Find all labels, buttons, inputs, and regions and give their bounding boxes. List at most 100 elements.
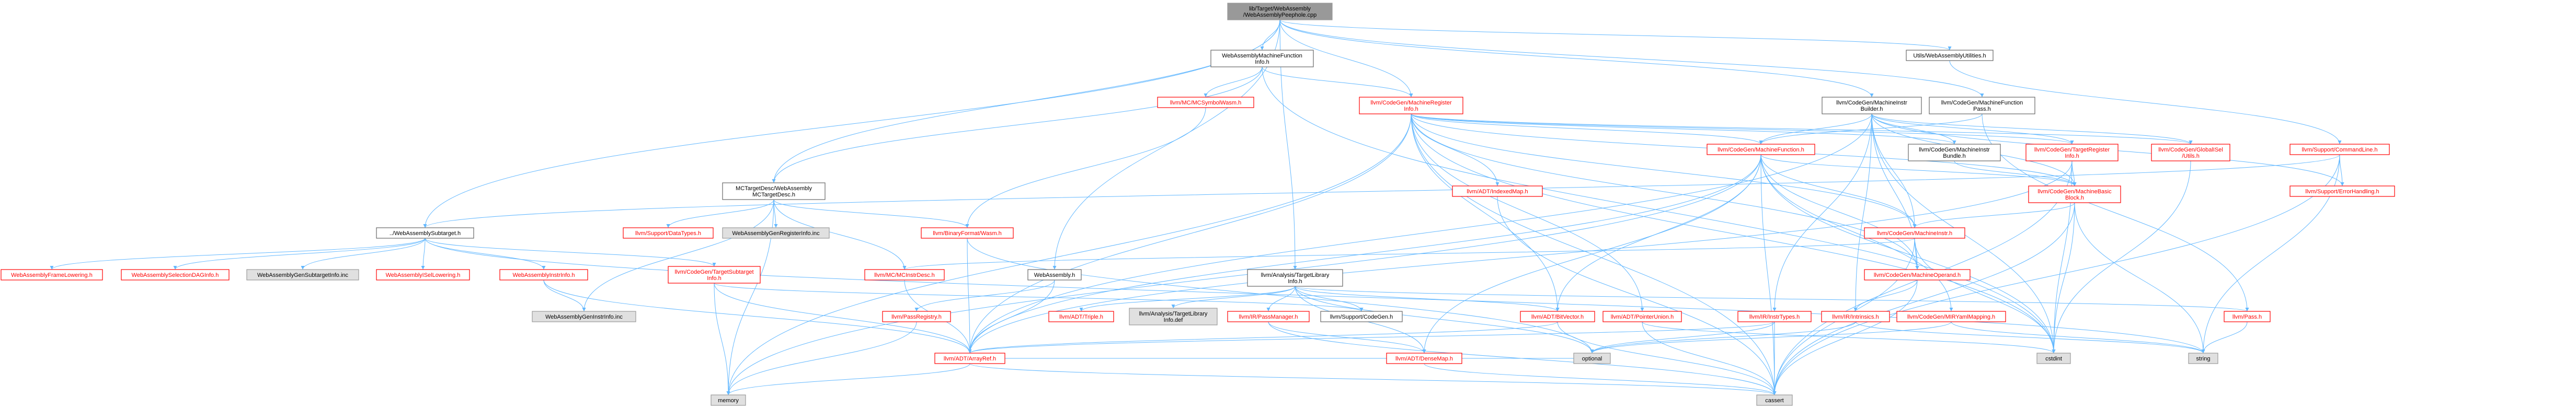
node-geninstrinfo[interactable]: WebAssemblyGenInstrInfo.inc bbox=[532, 311, 636, 322]
node-ptrunion[interactable]: llvm/ADT/PointerUnion.h bbox=[1602, 311, 1682, 322]
node-box bbox=[1573, 353, 1611, 364]
edge-root-to-mfpass bbox=[1279, 19, 1984, 98]
edge-mf-to-densemap bbox=[1422, 154, 1761, 354]
node-label: llvm/IR/Intrinsics.h bbox=[1832, 314, 1879, 320]
edge-tli-to-pass bbox=[1295, 286, 2249, 312]
node-instrinfo[interactable]: WebAssemblyInstrInfo.h bbox=[499, 269, 588, 281]
node-box bbox=[1908, 144, 2001, 161]
node-intrinsics[interactable]: llvm/IR/Intrinsics.h bbox=[1821, 311, 1890, 322]
edge-mctargetdesc-to-mcinstrdesc bbox=[773, 199, 907, 270]
node-label: llvm/CodeGen/MachineInstr.h bbox=[1877, 230, 1952, 237]
node-box bbox=[1602, 311, 1682, 322]
node-subtarget[interactable]: ../WebAssemblySubtarget.h bbox=[376, 227, 474, 239]
node-label: llvm/MC/MCSymbolWasm.h bbox=[1170, 100, 1242, 106]
node-densemap[interactable]: llvm/ADT/DenseMap.h bbox=[1386, 353, 1462, 364]
node-string[interactable]: string bbox=[2188, 353, 2218, 364]
edge-wasm-to-arrayref bbox=[968, 279, 1055, 354]
edge-mfpass-to-pass bbox=[1982, 113, 2249, 312]
node-mf[interactable]: llvm/CodeGen/MachineFunction.h bbox=[1707, 144, 1815, 155]
node-box bbox=[1386, 353, 1462, 364]
node-wasm[interactable]: WebAssembly.h bbox=[1027, 269, 1082, 281]
node-box bbox=[1210, 50, 1314, 67]
node-label: llvm/Analysis/TargetLibrary bbox=[1261, 272, 1330, 278]
node-genreginfo[interactable]: WebAssemblyGenRegisterInfo.inc bbox=[722, 227, 830, 239]
node-cstdint[interactable]: cstdint bbox=[2036, 353, 2071, 364]
edge-machineinstr-to-mcinstrdesc bbox=[902, 238, 1915, 270]
node-passregistry[interactable]: llvm/PassRegistry.h bbox=[882, 311, 951, 322]
node-label: llvm/CodeGen/MachineRegister bbox=[1370, 100, 1452, 106]
nodes-layer: lib/Target/WebAssembly/WebAssemblyPeepho… bbox=[1, 3, 2395, 406]
node-mcsymwasm[interactable]: llvm/MC/MCSymbolWasm.h bbox=[1157, 97, 1254, 108]
node-label: llvm/ADT/PointerUnion.h bbox=[1611, 314, 1674, 320]
node-box bbox=[668, 266, 761, 284]
node-isellowering[interactable]: WebAssemblyISelLowering.h bbox=[376, 269, 470, 281]
node-label: Info.h bbox=[1255, 59, 1269, 65]
node-gensubtarget[interactable]: WebAssemblyGenSubtargetInfo.inc bbox=[246, 269, 359, 281]
node-root[interactable]: lib/Target/WebAssembly/WebAssemblyPeepho… bbox=[1227, 3, 1333, 20]
node-machineinstr[interactable]: llvm/CodeGen/MachineInstr.h bbox=[1864, 227, 1965, 239]
node-box bbox=[2028, 185, 2121, 203]
node-utils[interactable]: Utils/WebAssemblyUtilities.h bbox=[1906, 50, 1994, 61]
node-mcinstrdesc[interactable]: llvm/MC/MCInstrDesc.h bbox=[864, 269, 945, 281]
node-gisel[interactable]: llvm/CodeGen/GlobalISel/Utils.h bbox=[2151, 144, 2230, 161]
node-label: WebAssemblyFrameLowering.h bbox=[11, 272, 93, 278]
node-box bbox=[2025, 144, 2119, 161]
edge-root-to-mri bbox=[1279, 19, 1413, 98]
node-indexedmap[interactable]: llvm/ADT/IndexedMap.h bbox=[1452, 185, 1543, 197]
node-moperand[interactable]: llvm/CodeGen/MachineOperand.h bbox=[1864, 269, 1971, 281]
node-binaryformat[interactable]: llvm/BinaryFormat/Wasm.h bbox=[921, 227, 1014, 239]
node-codegen[interactable]: llvm/Support/CodeGen.h bbox=[1320, 311, 1403, 322]
node-passmanager[interactable]: llvm/IR/PassManager.h bbox=[1227, 311, 1310, 322]
edge-mri-to-arrayref bbox=[968, 113, 1412, 354]
node-label: llvm/IR/InstrTypes.h bbox=[1749, 314, 1800, 320]
node-box bbox=[1452, 185, 1543, 197]
edge-tsi-to-codegen bbox=[714, 283, 1364, 312]
edge-mf-to-arrayref bbox=[968, 154, 1761, 354]
node-box bbox=[1737, 311, 1812, 322]
node-label: optional bbox=[1582, 356, 1602, 362]
edge-arrayref-to-cassert bbox=[969, 363, 1777, 395]
node-mirymlmapping[interactable]: llvm/CodeGen/MIRYamlMapping.h bbox=[1896, 311, 2006, 322]
edge-mib-to-instrtypes bbox=[1772, 113, 1872, 312]
edge-arrayref-to-memory bbox=[726, 363, 970, 395]
node-pass[interactable]: llvm/Pass.h bbox=[2224, 311, 2271, 322]
edge-tli-to-passmanager bbox=[1266, 286, 1296, 312]
node-errhandling[interactable]: llvm/Support/ErrorHandling.h bbox=[2289, 185, 2395, 197]
edge-tli-to-triple bbox=[1079, 286, 1296, 312]
node-memory[interactable]: memory bbox=[711, 394, 746, 406]
edge-mri-to-tri bbox=[1411, 113, 2074, 145]
node-framelowering[interactable]: WebAssemblyFrameLowering.h bbox=[1, 269, 103, 281]
node-label: string bbox=[2196, 356, 2211, 362]
node-label: cassert bbox=[1765, 398, 1783, 404]
node-label: WebAssemblySelectionDAGInfo.h bbox=[132, 272, 219, 278]
node-datatypes[interactable]: llvm/Support/DataTypes.h bbox=[623, 227, 714, 239]
node-arrayref[interactable]: llvm/ADT/ArrayRef.h bbox=[934, 353, 1005, 364]
node-box bbox=[1048, 311, 1114, 322]
node-cmdline[interactable]: llvm/Support/CommandLine.h bbox=[2289, 144, 2390, 155]
edge-mfinfo-to-mri bbox=[1262, 66, 1413, 98]
node-optional[interactable]: optional bbox=[1573, 353, 1611, 364]
node-cassert[interactable]: cassert bbox=[1756, 394, 1793, 406]
node-box bbox=[1027, 269, 1082, 281]
node-box bbox=[934, 353, 1005, 364]
node-seldaginfo[interactable]: WebAssemblySelectionDAGInfo.h bbox=[121, 269, 230, 281]
edge-root-to-utils bbox=[1279, 19, 1952, 51]
node-instrtypes[interactable]: llvm/IR/InstrTypes.h bbox=[1737, 311, 1812, 322]
edge-intrinsics-to-optional bbox=[1590, 321, 1856, 354]
node-triple[interactable]: llvm/ADT/Triple.h bbox=[1048, 311, 1114, 322]
node-bitvector[interactable]: llvm/ADT/BitVector.h bbox=[1520, 311, 1595, 322]
edge-subtarget-to-seldaginfo bbox=[173, 238, 426, 270]
edge-mctargetdesc-to-binaryformat bbox=[773, 199, 969, 228]
